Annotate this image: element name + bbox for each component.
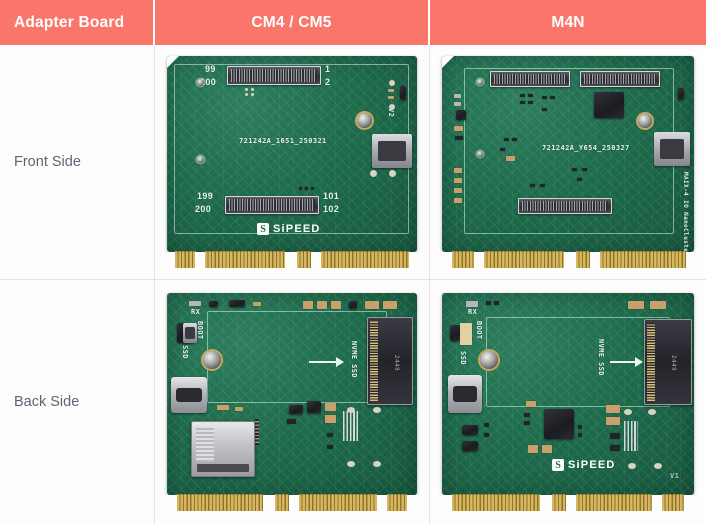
silk-ssd-m4n-back: SSD <box>459 351 467 365</box>
row-label-back-side: Back Side <box>0 280 155 524</box>
silk-nvme-slot-code-m4n: 2449 <box>670 355 677 372</box>
board-image-m4n-front: 721242A_Y654_250327 <box>430 45 706 280</box>
m4n-front-main-ic <box>591 89 627 121</box>
m4n-back-sipeed-logo: S SiPEED <box>552 459 616 471</box>
silk-pin-199: 199 <box>197 191 214 201</box>
pcb-traces-m4n-front <box>442 56 694 252</box>
cm4-back-sd-card-slot <box>191 421 255 477</box>
board-image-m4n-back: RX BOOT SSD 2449 <box>430 280 706 524</box>
silk-rx-cm4-back: RX <box>191 308 201 316</box>
row-label-front-side-text: Front Side <box>14 154 81 170</box>
m4n-back-usbc-port <box>448 375 482 413</box>
silk-pin-2: 2 <box>325 77 331 87</box>
cm4-front-top-connector <box>227 66 321 85</box>
table-header-m4n: M4N <box>430 0 706 45</box>
silk-boot-cm4-back: BOOT <box>196 321 204 340</box>
cm4-back-standoff <box>203 351 221 369</box>
m4n-back-standoff <box>480 351 498 369</box>
silk-nvme-ssd-m4n: NVME SSD <box>597 339 605 376</box>
cm4-back-nvme-slot <box>367 317 413 405</box>
row-label-front-side: Front Side <box>0 45 155 280</box>
row-label-back-side-text: Back Side <box>14 394 80 410</box>
sipeed-wordmark: SiPEED <box>568 459 616 471</box>
silk-rx-m4n-back: RX <box>468 308 478 316</box>
silk-part-number-cm4-front: 721242A_1651_250321 <box>239 137 327 145</box>
silk-nvme-slot-code-cm4: 2449 <box>393 355 400 372</box>
silk-pin-99: 99 <box>205 64 216 74</box>
m4n-front-gold-fingers <box>442 251 694 268</box>
cm4-front-gold-fingers <box>167 251 417 268</box>
silk-version-m4n-back: V1 <box>670 472 680 480</box>
m4n-back-gold-fingers <box>442 494 694 511</box>
cm4-back-gold-fingers <box>167 494 417 511</box>
silk-pin-102: 102 <box>323 204 340 214</box>
silk-part-number-m4n-front: 721242A_Y654_250327 <box>542 144 630 152</box>
header-label-m4n: M4N <box>551 13 585 31</box>
silk-nvme-ssd-cm4: NVME SSD <box>350 341 358 378</box>
cm4-front-sipeed-logo: S SiPEED <box>257 223 321 235</box>
m4n-back-main-ic <box>544 409 574 439</box>
cm4-back-usbc-port <box>171 377 207 413</box>
silk-pin-1: 1 <box>325 64 331 74</box>
sipeed-mark-icon: S <box>552 459 564 471</box>
table-header-adapter-board: Adapter Board <box>0 0 155 45</box>
m4n-back-nvme-slot <box>644 319 692 405</box>
m4n-front-usb-port <box>654 132 690 166</box>
cm4-back-nvme-arrow-icon <box>309 357 344 367</box>
silk-pin-100: 100 <box>200 77 217 87</box>
cm4-front-hdmi-port <box>372 134 412 168</box>
cm4-front-bottom-connector <box>225 196 319 214</box>
m4n-front-connector-right <box>580 71 660 87</box>
m4n-front-standoff <box>638 114 652 128</box>
silk-pin-200: 200 <box>195 204 212 214</box>
header-label-adapter-board: Adapter Board <box>14 13 125 31</box>
silk-ssd-cm4-back: SSD <box>181 345 189 359</box>
silk-edge-label-m4n-front: MAIX-4 IO NanoCluster <box>682 172 689 252</box>
board-image-cm4-back: RX BOOT SSD <box>155 280 430 524</box>
silk-pin-101: 101 <box>323 191 340 201</box>
sipeed-wordmark: SiPEED <box>273 223 321 235</box>
silk-boot-m4n-back: BOOT <box>475 321 483 340</box>
silk-version-cm4-front: V2 <box>387 108 395 118</box>
header-label-cm4-cm5: CM4 / CM5 <box>251 13 332 31</box>
sipeed-mark-icon: S <box>257 223 269 235</box>
cm4-front-standoff <box>357 113 372 128</box>
m4n-back-nvme-arrow-icon <box>610 357 643 367</box>
m4n-front-connector-left <box>490 71 570 87</box>
board-image-cm4-front: 99 100 1 2 199 200 101 102 721242A_1651_… <box>155 45 430 280</box>
m4n-front-connector-bottom <box>518 198 612 214</box>
table-header-cm4-cm5: CM4 / CM5 <box>155 0 430 45</box>
